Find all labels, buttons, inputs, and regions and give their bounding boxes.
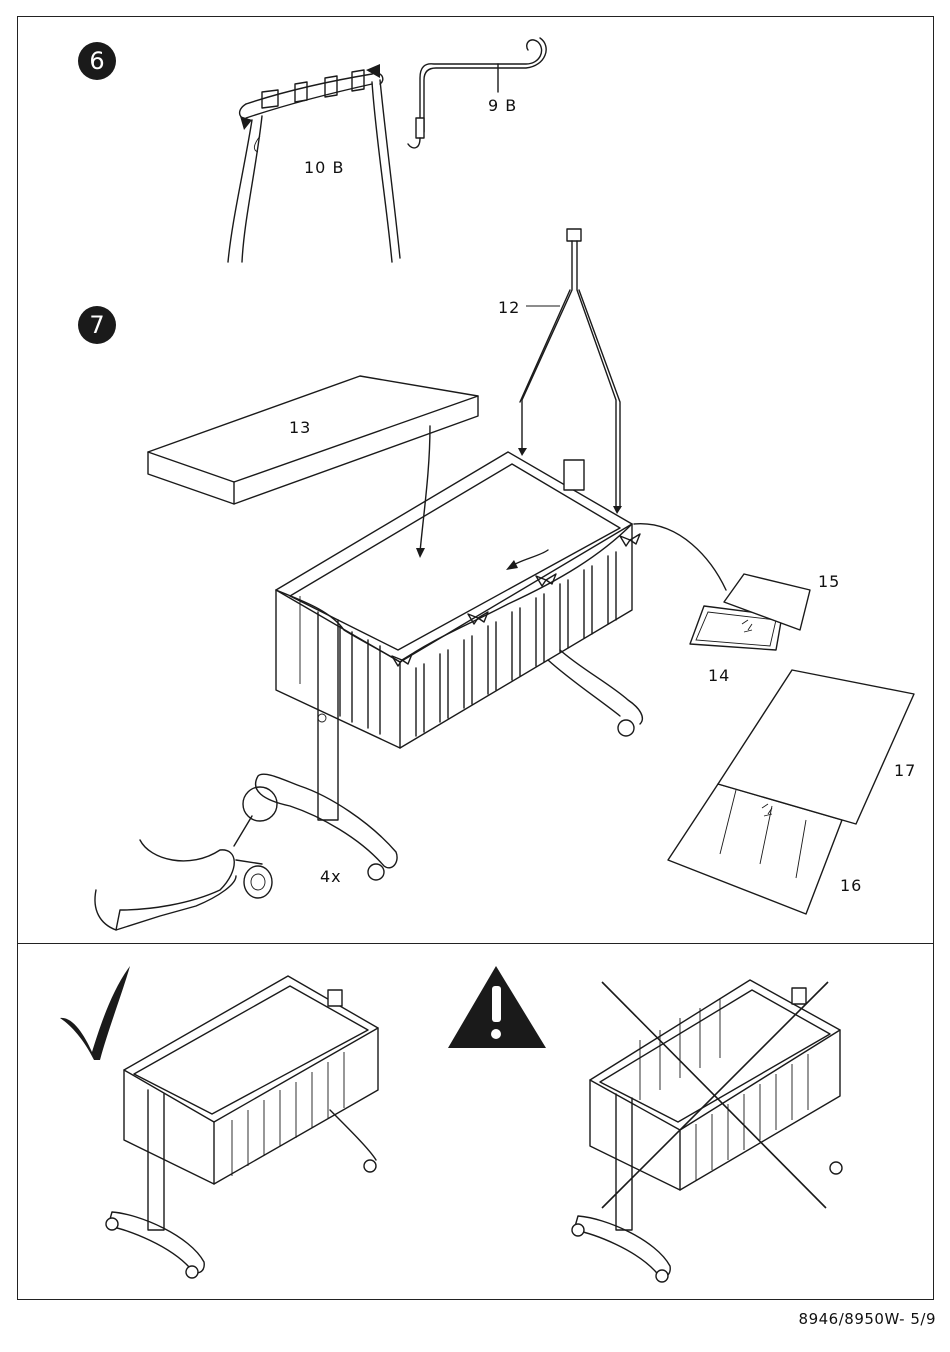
pillow-illustration [690,574,810,650]
cradle-correct-illustration [106,976,378,1278]
label-10b: 10 B [304,158,344,177]
step-6-badge: 6 [78,42,116,80]
canopy-holder-illustration [408,38,546,148]
cradle-incorrect-illustration [572,980,842,1282]
blanket-illustration [668,670,914,914]
label-13: 13 [289,418,311,437]
wheel-detail-illustration [95,787,277,930]
label-12: 12 [498,298,520,317]
label-14: 14 [708,666,730,685]
cross-out-icon [602,982,828,1208]
document-reference: 8946/8950W- 5/9 [799,1310,936,1328]
label-9b: 9 B [488,96,517,115]
label-16: 16 [840,876,862,895]
warning-triangle-icon [448,966,546,1048]
checkmark-icon [60,966,130,1060]
label-15: 15 [818,572,840,591]
label-wheels-qty: 4x [320,867,342,886]
mattress-illustration [148,376,478,558]
cradle-illustration [256,452,726,880]
step-7-badge: 7 [78,306,116,344]
label-17: 17 [894,761,916,780]
